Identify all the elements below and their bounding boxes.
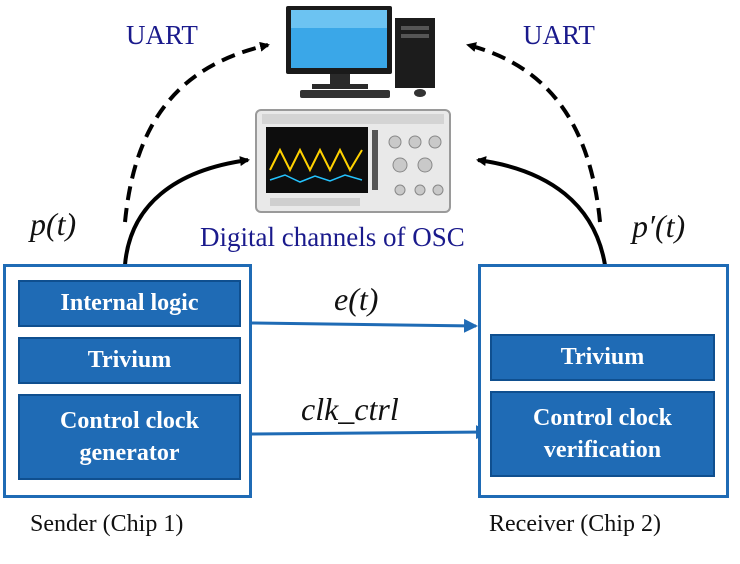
oscilloscope-icon (255, 109, 451, 213)
control-clock-verification-block: Control clock verification (490, 391, 715, 477)
p-label: p(t) (30, 206, 77, 242)
computer-icon (286, 6, 435, 98)
osc-arrow-right (476, 156, 607, 266)
sender-caption: Sender (Chip 1) (30, 511, 184, 537)
sender-trivium-block: Trivium (18, 337, 241, 384)
sender-chip: Internal logic Trivium Control clock gen… (3, 264, 252, 498)
e-signal-label: e(t) (334, 281, 379, 317)
e-signal-arrow (251, 318, 478, 333)
uart-label-right: UART (523, 20, 595, 50)
uart-arrow-left (123, 41, 270, 223)
receiver-chip: Trivium Control clock verification (478, 264, 729, 498)
p-prime-label: p′(t) (632, 208, 686, 244)
uart-label-left: UART (126, 20, 198, 50)
internal-logic-block: Internal logic (18, 280, 241, 327)
clk-signal-arrow (251, 425, 490, 440)
receiver-caption: Receiver (Chip 2) (489, 511, 661, 537)
osc-caption: Digital channels of OSC (200, 222, 465, 252)
uart-arrow-right (466, 42, 602, 223)
control-clock-generator-block: Control clock generator (18, 394, 241, 480)
clk-signal-label: clk_ctrl (301, 391, 399, 427)
osc-arrow-left (123, 156, 250, 266)
receiver-trivium-block: Trivium (490, 334, 715, 381)
